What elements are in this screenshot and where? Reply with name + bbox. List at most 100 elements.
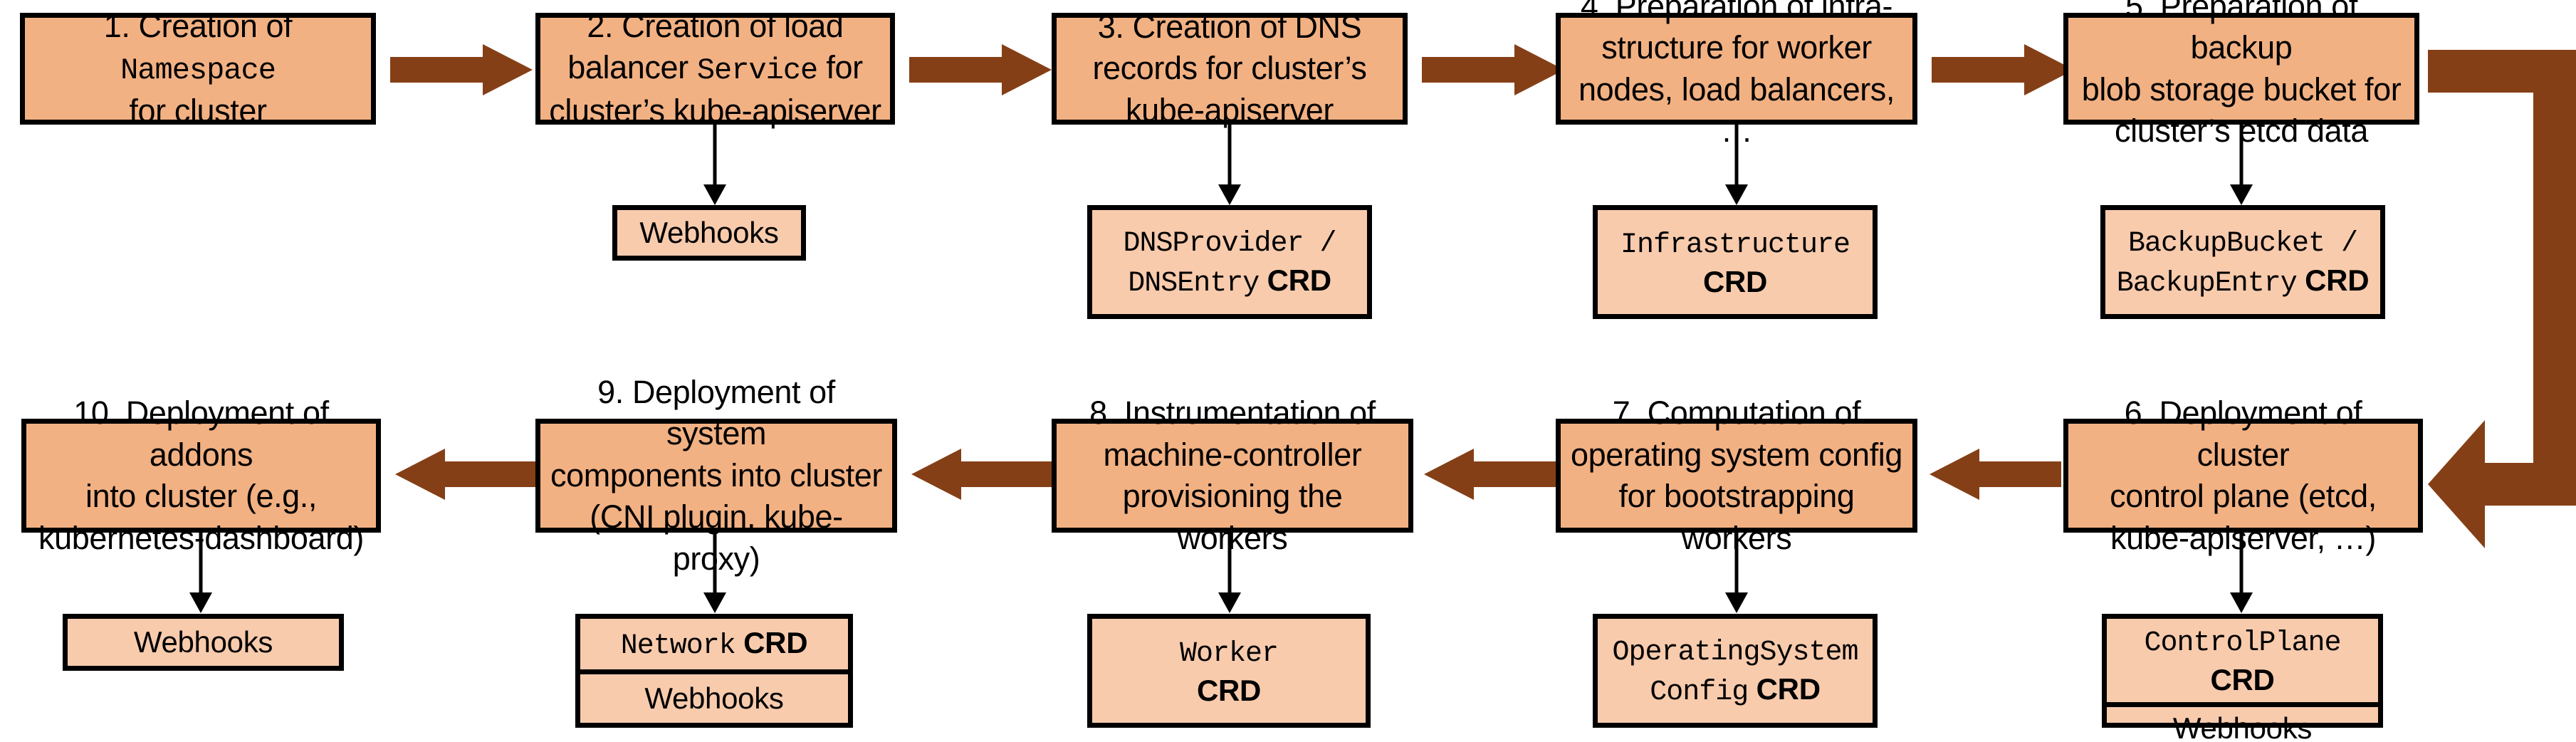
crd-box-4[interactable]: Infrastructure CRD [1593,205,1878,319]
step-1-text: 1. Creation of Namespace for cluster [104,6,293,132]
step-8-line2: machine-controller [1103,436,1362,473]
crd-box-6-label: ControlPlane CRD [2112,622,2372,699]
step-box-3[interactable]: 3. Creation of DNS records for cluster’s… [1052,9,1408,128]
step-3-line1: 3. Creation of DNS [1097,8,1362,45]
step-9-line3: (CNI plugin, kube-proxy) [590,498,843,577]
crd-box-3-label: DNSProvider / DNSEntry CRD [1123,222,1336,302]
webhooks-box-10[interactable]: Webhooks [63,614,344,671]
step-2-line1: 2. Creation of load [587,7,844,44]
step-2-mono: Service [696,53,818,88]
connector-9-crd [703,533,726,613]
crd-3-crd: CRD [1267,263,1331,297]
webhooks-box-2[interactable]: Webhooks [612,205,806,261]
step-6-line2: control plane (etcd, [2110,478,2377,514]
flow-arrow-4-5 [1932,44,2074,95]
step-4-line1: 4. Preparation of infra- [1580,0,1893,24]
crd-9-crd: CRD [743,625,808,659]
crd-box-6[interactable]: ControlPlane CRD Webhooks [2102,614,2383,742]
step-6-line1: 6. Deployment of cluster [2124,394,2362,473]
step-box-1[interactable]: 1. Creation of Namespace for cluster [20,8,376,129]
step-5-line1: 5. Preparation of backup [2125,0,2357,66]
step-3-text: 3. Creation of DNS records for cluster’s… [1092,6,1366,132]
crd-box-3-cell: DNSProvider / DNSEntry CRD [1092,210,1367,314]
crd-box-3[interactable]: DNSProvider / DNSEntry CRD [1087,205,1372,319]
crd-box-7-label: OperatingSystem Config CRD [1612,631,1858,711]
step-box-10[interactable]: 10. Deployment of addons into cluster (e… [21,394,381,556]
crd-4-crd: CRD [1702,264,1768,298]
step-3-line2: records for cluster’s [1092,50,1367,87]
flow-arrow-5-6-loop [2428,50,2576,548]
step-box-8[interactable]: 8. Instrumentation of machine-controller… [1052,394,1413,556]
crd-box-9-cell-crd: Network CRD [580,619,848,669]
connector-8-crd [1218,533,1241,613]
crd-box-5-cell: BackupBucket / BackupEntry CRD [2105,210,2380,314]
crd-box-6-cell-crd: ControlPlane CRD [2107,619,2378,702]
webhooks-box-2-cell: Webhooks [617,210,801,256]
step-box-6[interactable]: 6. Deployment of cluster control plane (… [2063,394,2423,556]
crd-box-4-cell: Infrastructure CRD [1598,210,1873,314]
step-3-line3: kube-apiserver [1125,91,1334,128]
crd-3-line2: DNSEntry [1128,268,1260,300]
crd-box-8-label: Worker CRD [1179,632,1279,710]
flow-arrow-7-8 [1424,449,1559,500]
crd-box-6-cell-webhooks: Webhooks [2107,701,2378,742]
step-5-line2: blob storage bucket for [2081,70,2402,108]
step-9-text: 9. Deployment of system components into … [548,372,885,580]
crd-5-line1: BackupBucket / [2127,228,2358,260]
step-2-text: 2. Creation of load balancer Service for… [549,6,881,132]
crd-9-mono: Network [620,629,736,662]
step-9-line2: components into cluster [550,456,883,493]
step-1-line1: 1. Creation of [103,7,293,44]
step-box-4[interactable]: 4. Preparation of infra- structure for w… [1556,0,1917,149]
crd-7-line2: Config [1650,676,1749,709]
connector-6-crd [2230,533,2253,613]
step-7-line1: 7. Computation of [1612,394,1861,431]
crd-box-9[interactable]: Network CRD Webhooks [575,614,853,728]
webhooks-box-2-label: Webhooks [639,215,779,249]
crd-box-7-cell: OperatingSystem Config CRD [1598,619,1873,723]
flow-arrow-8-9 [911,449,1054,500]
step-7-text: 7. Computation of operating system confi… [1568,392,1905,559]
crd-box-9-label: Network CRD [621,625,808,664]
crd-box-7[interactable]: OperatingSystem Config CRD [1593,614,1878,728]
crd-7-crd: CRD [1756,672,1821,706]
crd-box-9-webhooks: Webhooks [644,681,784,715]
step-1-line3: for cluster [129,92,267,129]
webhooks-box-10-label: Webhooks [133,625,273,659]
step-2-line3: cluster’s kube-apiserver [549,92,881,129]
flow-arrow-9-10 [395,449,538,500]
webhooks-box-10-cell: Webhooks [68,619,339,666]
crd-box-8-cell: Worker CRD [1092,619,1366,723]
step-box-7[interactable]: 7. Computation of operating system confi… [1556,394,1917,556]
crd-8-crd: CRD [1196,673,1262,707]
crd-8-mono: Worker [1179,637,1279,670]
crd-4-line1: Infrastructure [1620,229,1850,261]
step-7-line2: operating system config [1570,436,1903,473]
step-box-2[interactable]: 2. Creation of load balancer Service for… [535,8,895,129]
crd-6-mono: ControlPlane [2144,627,2341,659]
connector-3-crd [1218,125,1241,205]
flow-arrow-2-3 [909,44,1052,95]
step-6-text: 6. Deployment of cluster control plane (… [2075,392,2411,559]
crd-box-9-cell-webhooks: Webhooks [580,669,848,723]
step-8-text: 8. Instrumentation of machine-controller… [1064,392,1401,559]
step-box-9[interactable]: 9. Deployment of system components into … [535,374,897,577]
crd-box-5-label: BackupBucket / BackupEntry CRD [2117,222,2370,302]
crd-box-5[interactable]: BackupBucket / BackupEntry CRD [2100,205,2385,319]
step-8-line3: provisioning the workers [1122,478,1343,556]
connector-10-webhooks [189,533,212,613]
step-10-line2: into cluster (e.g., [85,478,318,514]
step-10-line1: 10. Deployment of addons [73,394,329,473]
step-7-line3: for bootstrapping workers [1618,478,1855,556]
connector-7-crd [1725,533,1748,613]
connector-4-crd [1725,125,1748,205]
flow-arrow-6-7 [1930,449,2061,500]
step-box-5[interactable]: 5. Preparation of backup blob storage bu… [2063,0,2419,149]
step-8-line1: 8. Instrumentation of [1089,394,1376,431]
step-2-pre2: balancer [567,49,697,86]
connector-2-webhooks [703,125,726,205]
crd-3-line1: DNSProvider / [1123,228,1336,260]
crd-box-4-label: Infrastructure CRD [1621,224,1850,301]
crd-box-8[interactable]: Worker CRD [1087,614,1371,728]
